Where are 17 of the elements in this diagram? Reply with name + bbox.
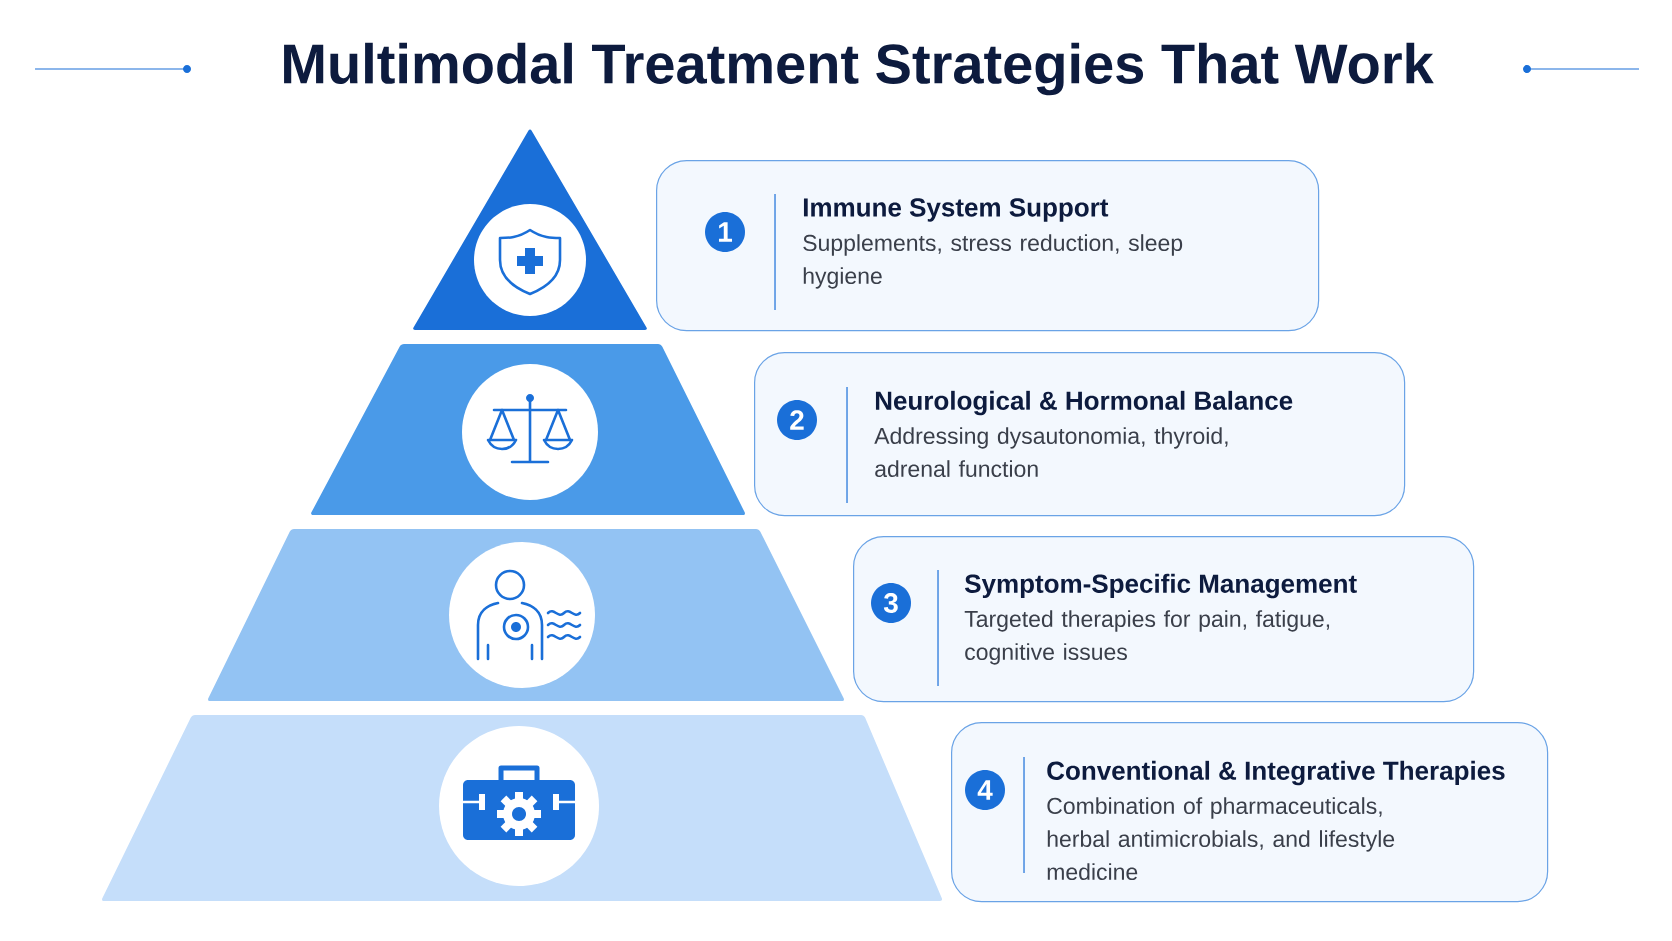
number-badge: 3 <box>871 583 911 623</box>
card <box>656 160 1320 332</box>
card <box>853 536 1475 703</box>
description: Supplements, stress reduction, sleep hygiene <box>803 234 1183 289</box>
heading: Symptom-Specific Management <box>964 573 1357 599</box>
description: Addressing dysautonomia, thyroid, adrenal function <box>874 427 1228 478</box>
number-badge: 2 <box>777 400 817 440</box>
heading: Immune System Support <box>803 198 1109 222</box>
description: Targeted therapies for pain, fatigue, cognitive issues <box>964 610 1330 665</box>
number-badge: 4 <box>965 770 1005 810</box>
card <box>754 352 1406 517</box>
number-badge: 1 <box>705 212 745 252</box>
heading: Conventional & Integrative Therapies <box>1047 760 1505 786</box>
title: Multimodal Treatment Strategies That Work <box>284 42 1434 96</box>
card <box>951 722 1549 903</box>
heading: Neurological & Hormonal Balance <box>875 390 1293 416</box>
description: Combination of pharmaceuticals, herbal antimicrobials, and lifestyle medicine <box>1047 797 1395 881</box>
